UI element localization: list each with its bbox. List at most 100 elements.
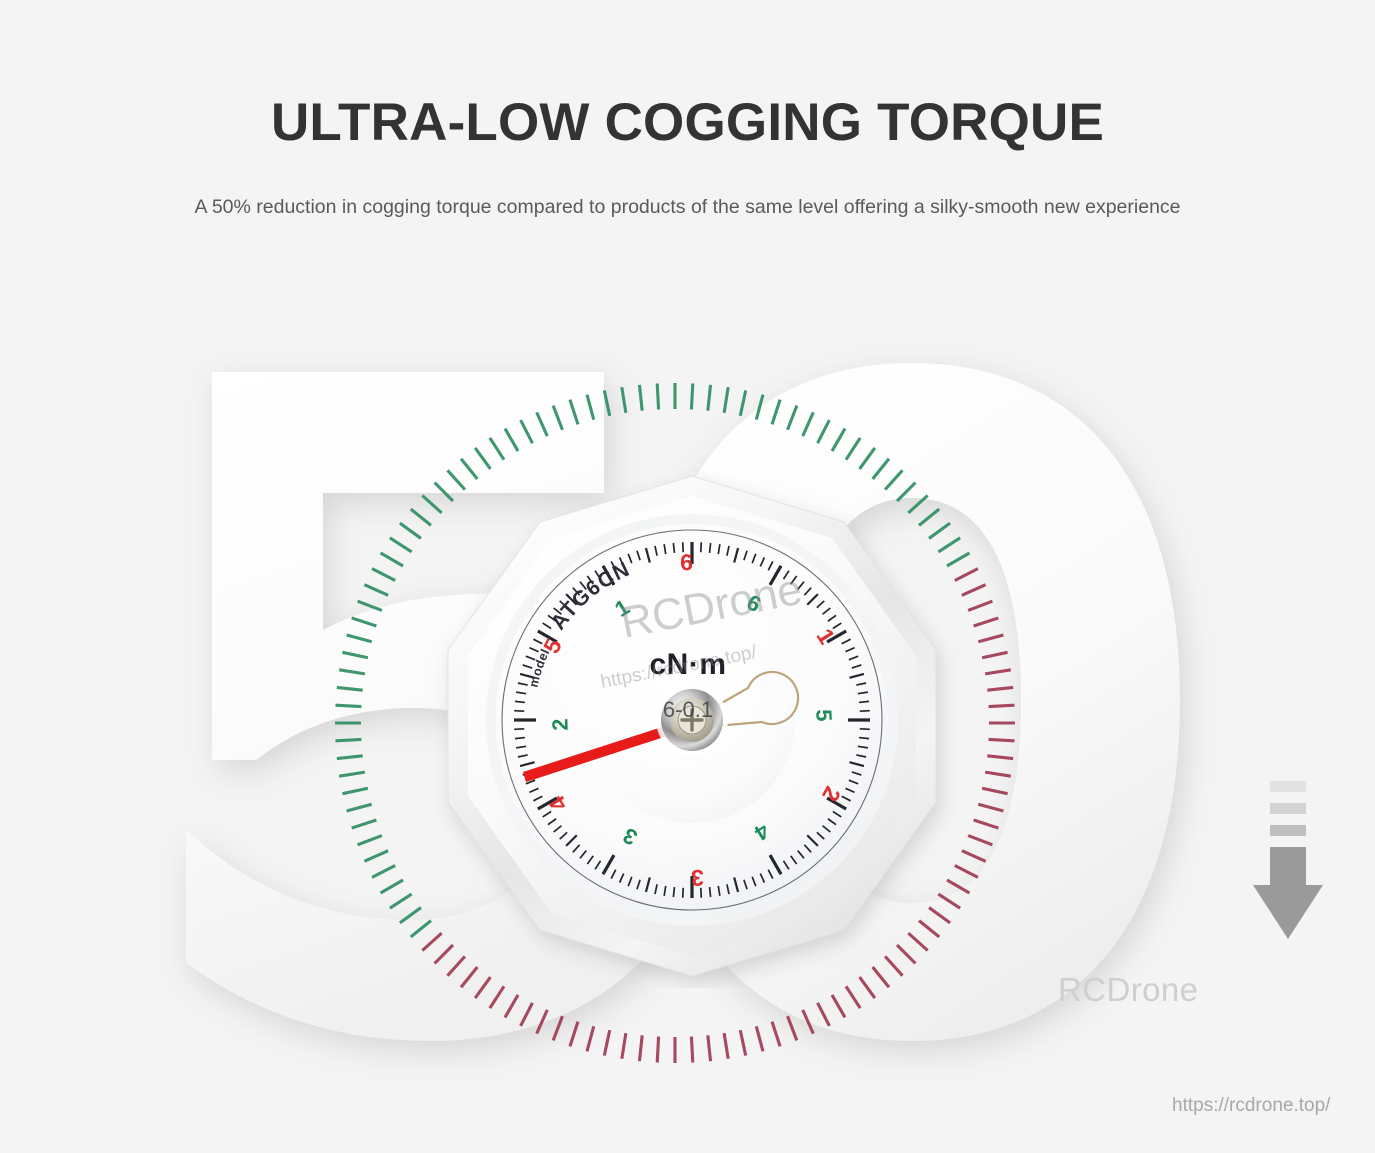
gauge-scale-tick	[708, 542, 712, 554]
tick-ring-mark	[816, 1002, 831, 1027]
tick-ring-mark	[961, 583, 987, 597]
gauge-range-label: 6-0.1	[663, 697, 713, 722]
tick-ring-mark	[637, 384, 644, 411]
tick-ring-mark	[706, 1035, 713, 1062]
tick-ring-mark	[585, 394, 596, 421]
tick-ring-mark	[519, 1002, 534, 1027]
tick-ring-mark	[689, 1036, 695, 1063]
tick-ring-mark	[981, 786, 1008, 796]
tick-ring-mark	[399, 906, 422, 925]
tick-ring-mark	[342, 786, 369, 796]
tick-ring-mark	[844, 985, 862, 1009]
tick-ring-mark	[981, 650, 1008, 660]
tick-ring-mark	[602, 390, 612, 417]
gauge-scale-number: 5	[811, 709, 836, 722]
page-subtitle: A 50% reduction in cogging torque compar…	[194, 196, 1181, 219]
tick-ring-mark	[830, 427, 847, 452]
tick-ring-mark	[967, 599, 993, 612]
tick-ring-mark	[399, 521, 422, 540]
tick-ring-mark	[973, 818, 999, 830]
tick-ring-mark	[655, 1036, 661, 1063]
tick-ring-mark	[620, 386, 628, 414]
gauge-scale-tick	[672, 542, 676, 554]
tick-ring-mark	[689, 383, 695, 410]
tick-ring-mark	[973, 616, 999, 628]
tick-ring-mark	[363, 583, 389, 597]
tick-ring-mark	[830, 994, 847, 1019]
tick-ring-mark	[738, 1029, 748, 1056]
tick-ring-mark	[977, 802, 1004, 813]
tick-ring-mark	[620, 1032, 628, 1060]
gauge-scale-tick	[681, 887, 685, 898]
arrow-head	[1253, 847, 1323, 939]
tick-ring-mark	[602, 1029, 612, 1056]
gauge-scale-tick	[514, 700, 526, 704]
tick-ring-mark	[984, 770, 1012, 778]
page-title: ULTRA-LOW COGGING TORQUE	[270, 93, 1105, 152]
gauge-scale-number: 2	[547, 718, 572, 731]
tick-ring-mark	[535, 411, 549, 437]
gauge-scale-tick	[859, 727, 870, 731]
tick-ring-mark	[363, 849, 389, 863]
tick-ring-mark	[379, 551, 404, 568]
tick-ring-mark	[389, 892, 413, 910]
tick-ring-mark	[488, 985, 506, 1009]
tick-ring-mark	[801, 1009, 815, 1035]
gauge-scale-tick	[514, 727, 525, 731]
gauge-scale-tick	[699, 542, 703, 553]
gauge-scale-tick	[858, 736, 870, 740]
tick-ring-mark	[977, 633, 1004, 644]
tick-ring-mark	[335, 737, 362, 743]
tick-ring-mark	[568, 1021, 580, 1047]
tick-ring-mark	[351, 616, 377, 628]
tick-ring-mark	[371, 567, 396, 582]
tick-ring-mark	[988, 737, 1015, 743]
tick-ring-mark	[389, 536, 413, 554]
arrow-bar-2	[1270, 803, 1306, 814]
tick-ring-mark	[551, 1015, 564, 1041]
gauge-scale-number: 6	[680, 549, 694, 575]
gauge-scale-tick	[514, 736, 526, 740]
gauge-scale-number: 3	[691, 865, 705, 891]
tick-ring-mark	[379, 878, 404, 895]
tick-ring-mark	[770, 399, 782, 425]
tick-ring-mark	[722, 1032, 730, 1060]
tick-ring-mark	[535, 1009, 549, 1035]
tick-ring-mark	[754, 394, 765, 421]
tick-ring-mark	[342, 650, 369, 660]
gauge-scale-tick	[514, 709, 525, 713]
tick-ring-mark	[503, 994, 520, 1019]
tick-ring-mark	[346, 802, 373, 813]
tick-ring-mark	[984, 668, 1012, 676]
header: ULTRA-LOW COGGING TORQUE A 50% reduction…	[0, 0, 1375, 224]
arrow-bar-1	[1270, 781, 1306, 792]
tick-ring-mark	[338, 770, 366, 778]
tick-ring-mark	[987, 685, 1014, 692]
tick-ring-mark	[519, 419, 534, 444]
tick-ring-mark	[816, 419, 831, 444]
tick-ring-mark	[967, 834, 993, 847]
tick-ring-mark	[357, 599, 383, 612]
tick-ring-mark	[338, 668, 366, 676]
tick-ring-mark	[637, 1035, 644, 1062]
arrow-bar-3	[1270, 825, 1306, 836]
tick-ring-mark	[786, 405, 799, 431]
gauge-scale-tick	[858, 700, 870, 704]
tick-ring-mark	[987, 754, 1014, 761]
tick-ring-mark	[655, 383, 661, 410]
tick-ring-mark	[336, 754, 363, 761]
tick-ring-mark	[335, 703, 362, 709]
watermark-url: https://rcdrone.top/	[1172, 1095, 1331, 1116]
tick-ring-mark	[801, 411, 815, 437]
download-arrow-icon	[1253, 781, 1323, 939]
tick-ring-mark	[722, 386, 730, 414]
tick-ring-mark	[988, 703, 1015, 709]
tick-ring-mark	[706, 384, 713, 411]
tick-ring-mark	[357, 834, 383, 847]
watermark-brand: RCDrone	[1058, 971, 1199, 1008]
tick-ring-mark	[770, 1021, 782, 1047]
tick-ring-mark	[585, 1025, 596, 1052]
tick-ring-mark	[738, 390, 748, 417]
tick-ring-mark	[371, 864, 396, 879]
